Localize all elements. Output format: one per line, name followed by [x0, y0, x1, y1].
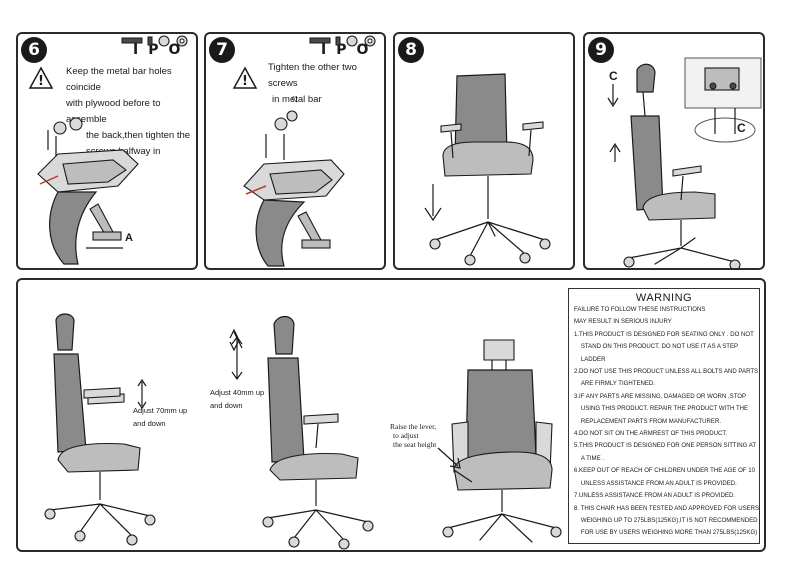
step-6-hardware-icon — [118, 34, 198, 54]
step-8-chair-illustration — [395, 64, 575, 270]
warning-line: 8. THIS CHAIR HAS BEEN TESTED AND APPROV… — [574, 503, 750, 515]
seat-height-lever-label: Raise the lever, to adjust the seat heig… — [390, 422, 436, 449]
warning-line: STAND ON THIS PRODUCT. DO NOT USE IT AS … — [574, 341, 750, 353]
warning-line: UNLESS ASSISTANCE FROM AN ADULT IS PROVI… — [574, 478, 750, 490]
chair-armrest-adjust-illustration — [28, 310, 178, 550]
warning-line: LADDER — [574, 354, 750, 366]
step-7-badge: 7 — [209, 37, 235, 63]
step-6-chair-back-illustration — [18, 114, 198, 270]
warning-line: REPLACEMENT PARTS FROM MANUFACTURER. — [574, 416, 750, 428]
step-6-badge: 6 — [21, 37, 47, 63]
step-7-chair-back-illustration — [226, 94, 386, 270]
warning-line: FOR USE BY USERS WEIGHING MORE THAN 275L… — [574, 527, 750, 539]
warning-box: WARNING FAILURE TO FOLLOW THESE INSTRUCT… — [568, 288, 760, 544]
warning-line: MAY RESULT IN SERIOUS INJURY — [574, 316, 750, 328]
warning-title: WARNING — [574, 292, 754, 304]
step-8-badge: 8 — [398, 37, 424, 63]
warning-line: 1.THIS PRODUCT IS DESIGNED FOR SEATING O… — [574, 329, 750, 341]
warning-line: A TIME . — [574, 453, 750, 465]
warning-line: WEIGHING UP TO 275LBS(125KG),IT IS NOT R… — [574, 515, 750, 527]
step-6-panel: 6 IPO ! Keep the metal bar holes coincid… — [16, 32, 198, 270]
up-down-arrow-icon — [230, 336, 244, 380]
armrest-adjust-label: Adjust 70mm up and down — [133, 404, 187, 430]
headrest-adjust-label: Adjust 40mm up and down — [210, 386, 264, 412]
chair-seat-height-illustration — [428, 330, 588, 550]
step-7-panel: 7 IPO ! Tighten the other two screws in … — [204, 32, 386, 270]
warning-line: 4.DO NOT SIT ON THE ARMREST OF THIS PROD… — [574, 428, 750, 440]
warning-line: FAILURE TO FOLLOW THESE INSTRUCTIONS — [574, 304, 750, 316]
step-8-panel: 8 — [393, 32, 575, 270]
svg-text:!: ! — [38, 74, 44, 89]
step-7-hardware-icon — [306, 34, 386, 54]
step-9-chair-illustration — [585, 58, 765, 268]
warning-line: 3.IF ANY PARTS ARE MISSING, DAMAGED OR W… — [574, 391, 750, 403]
lever-arrow-icon — [436, 446, 466, 472]
svg-text:!: ! — [242, 74, 248, 89]
warning-line: ARE FIRMLY TIGHTENED. — [574, 378, 750, 390]
step-9-panel: 9 C C — [583, 32, 765, 270]
warning-line: 2.DO NOT USE THIS PRODUCT UNLESS ALL BOL… — [574, 366, 750, 378]
warning-line: 6.KEEP OUT OF REACH OF CHILDREN UNDER TH… — [574, 465, 750, 477]
warning-line: 5.THIS PRODUCT IS DESIGNED FOR ONE PERSO… — [574, 440, 750, 452]
warning-line: 7.UNLESS ASSISTANCE FROM AN ADULT IS PRO… — [574, 490, 750, 502]
warning-line: USING THIS PRODUCT. REPAIR THE PRODUCT W… — [574, 403, 750, 415]
warning-triangle-icon: ! — [232, 66, 258, 90]
warning-triangle-icon: ! — [28, 66, 54, 90]
